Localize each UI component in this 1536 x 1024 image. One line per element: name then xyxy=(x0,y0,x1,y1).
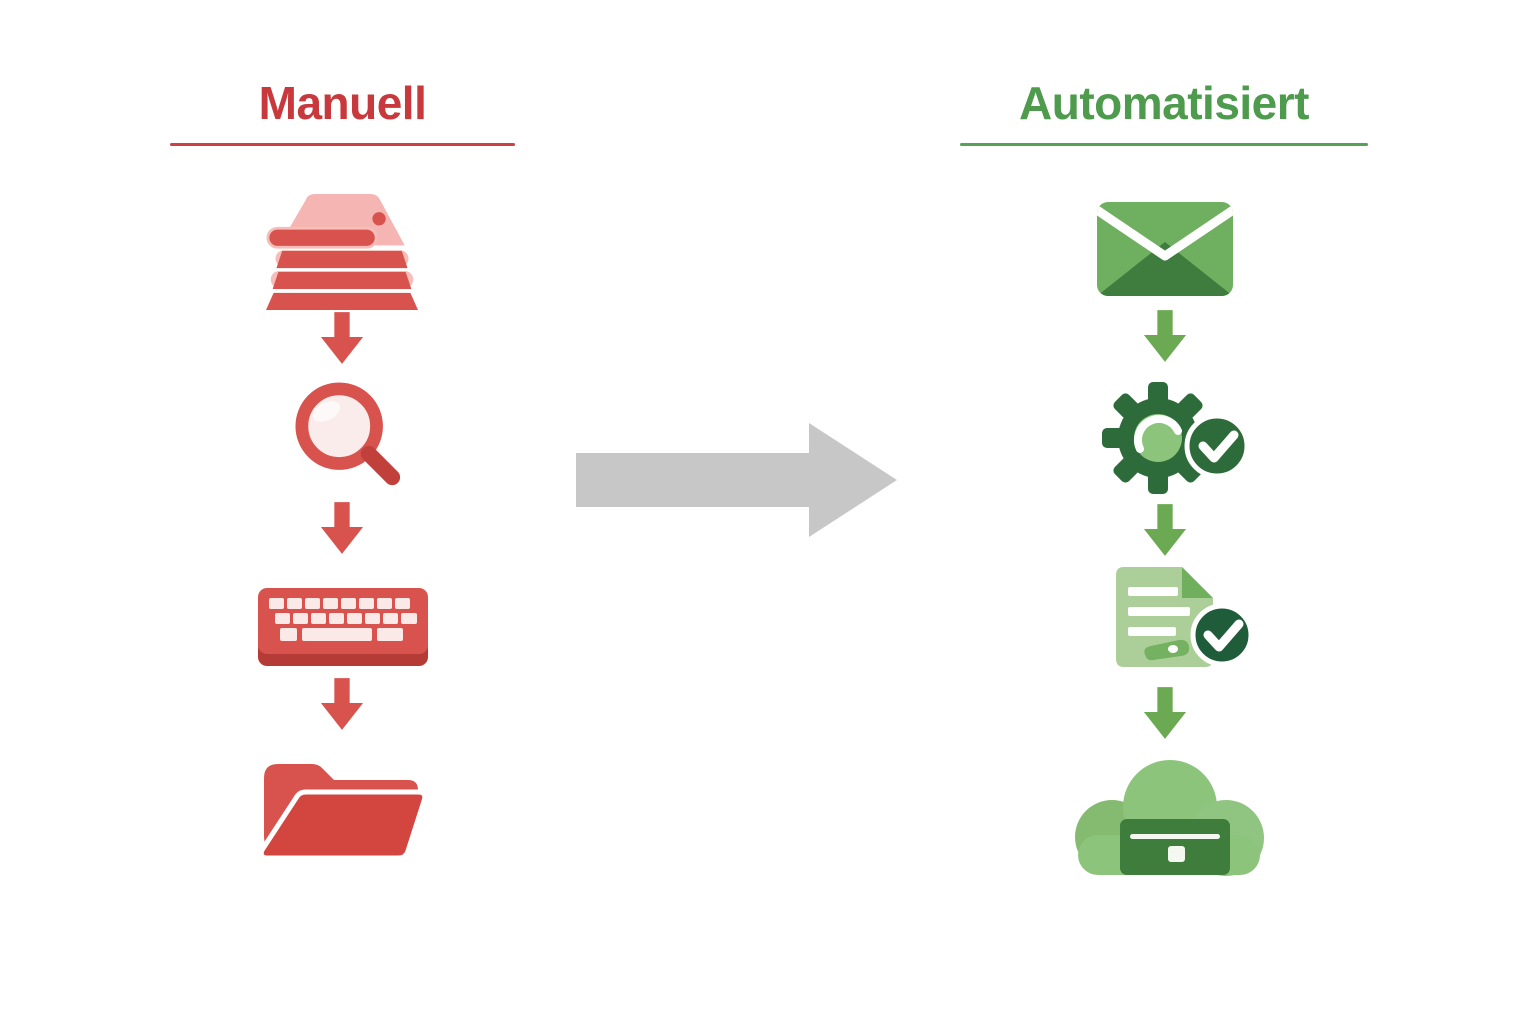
keyboard-icon xyxy=(258,588,428,666)
down-arrow-icon xyxy=(319,678,365,730)
left-title-underline xyxy=(170,143,515,146)
down-arrow-icon xyxy=(319,312,365,364)
right-title-underline xyxy=(960,143,1368,146)
down-arrow-icon xyxy=(1142,310,1188,362)
paper-stack-icon xyxy=(266,194,418,310)
down-arrow-icon xyxy=(1142,687,1188,739)
right-column-title: Automatisiert xyxy=(1019,77,1309,129)
document-check-icon xyxy=(1106,565,1252,677)
gear-check-icon xyxy=(1100,376,1252,500)
down-arrow-icon xyxy=(319,502,365,554)
magnifier-icon xyxy=(290,380,410,492)
left-column-title: Manuell xyxy=(258,77,427,129)
open-folder-icon xyxy=(260,748,428,860)
down-arrow-icon xyxy=(1142,504,1188,556)
cloud-storage-icon xyxy=(1068,753,1268,878)
right-arrow-icon xyxy=(576,422,898,538)
email-envelope-icon xyxy=(1097,202,1233,296)
